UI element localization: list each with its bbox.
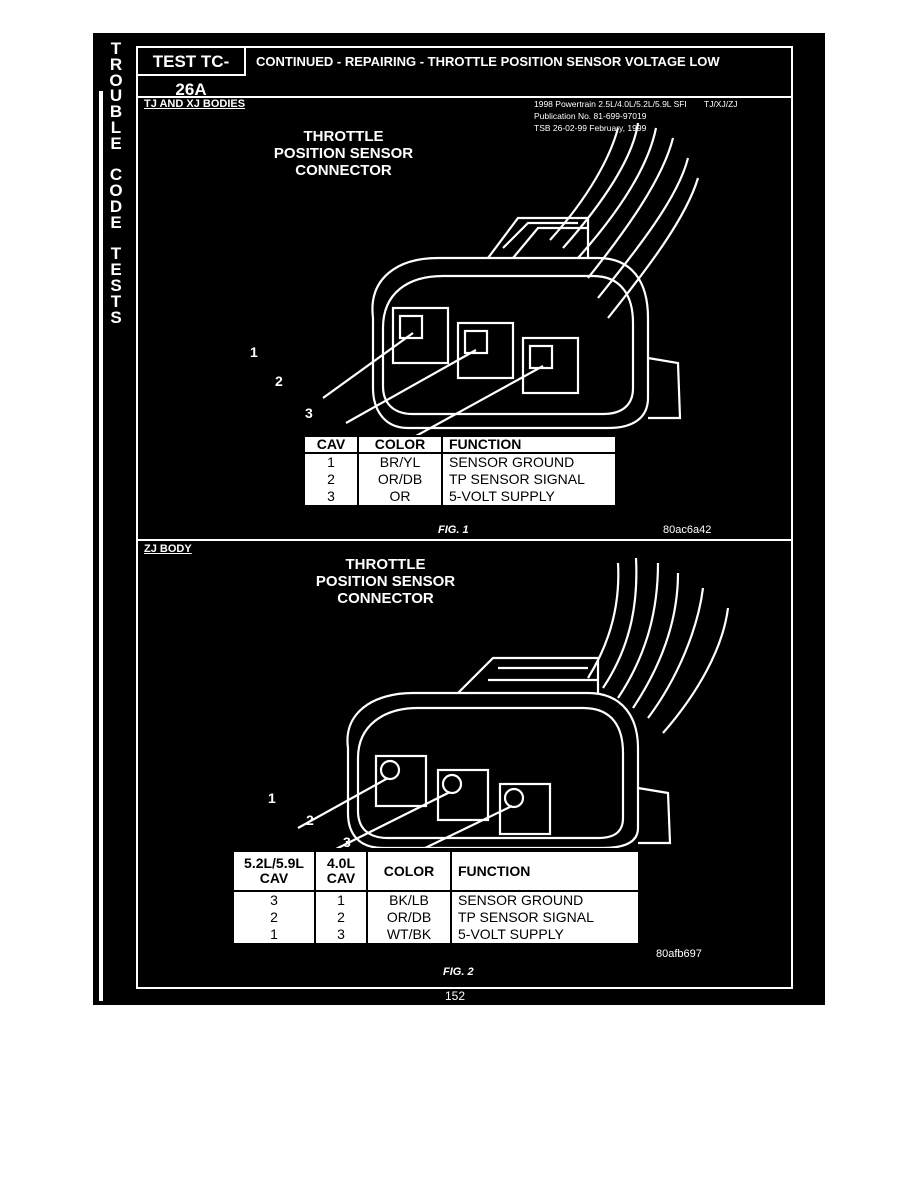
manual-page: T R O U B L E C O D E T E S T S TEST TC-… bbox=[93, 33, 825, 1005]
table-header-line: CAV bbox=[259, 870, 289, 886]
side-tab-bar bbox=[99, 91, 103, 1001]
side-letter: E bbox=[110, 133, 122, 153]
figure-id-2: 80afb697 bbox=[656, 948, 702, 960]
figure-caption-2: FIG. 2 bbox=[443, 966, 474, 978]
section-divider bbox=[138, 539, 791, 541]
cavity-table-1: CAV COLOR FUNCTION 1 BR/YL SENSOR GROUND… bbox=[303, 435, 617, 505]
table-header: FUNCTION bbox=[441, 435, 617, 454]
diagram-title-line: POSITION SENSOR bbox=[273, 145, 414, 162]
table-cell: 2 bbox=[314, 909, 368, 926]
table-row: 3 1 BK/LB SENSOR GROUND bbox=[232, 891, 640, 909]
callout-2: 2 bbox=[306, 812, 314, 828]
side-letter: E bbox=[110, 212, 122, 232]
connector-illustration-1 bbox=[322, 122, 700, 438]
diagram-title-2: THROTTLE POSITION SENSOR CONNECTOR bbox=[298, 556, 473, 607]
figure-id-1: 80ac6a42 bbox=[663, 524, 712, 536]
diagram-title-1: THROTTLE POSITION SENSOR CONNECTOR bbox=[256, 128, 431, 179]
side-letter: R bbox=[109, 54, 123, 74]
connector-illustration-2 bbox=[297, 557, 730, 848]
table-header-line: 4.0L bbox=[326, 855, 355, 871]
table-header: 5.2L/5.9L CAV bbox=[232, 850, 316, 892]
table-cell: 5-VOLT SUPPLY bbox=[441, 488, 617, 505]
table-cell: WT/BK bbox=[366, 926, 452, 943]
content-frame: TEST TC-26A CONTINUED - REPAIRING - THRO… bbox=[136, 46, 793, 989]
table-cell: 1 bbox=[314, 891, 368, 909]
callout-3: 3 bbox=[343, 834, 351, 850]
table-row: 2 OR/DB TP SENSOR SIGNAL bbox=[303, 471, 617, 488]
publication-line: Publication No. 81-699-97019 bbox=[534, 111, 647, 121]
side-letter: O bbox=[109, 70, 123, 90]
publication-line: 1998 Powertrain 2.5L/4.0L/5.2L/5.9L SFI bbox=[534, 99, 687, 109]
side-letter: E bbox=[110, 260, 122, 280]
side-letter: C bbox=[109, 165, 123, 185]
section-label-tj-xj: TJ AND XJ BODIES bbox=[144, 98, 246, 110]
callout-3: 3 bbox=[305, 405, 313, 421]
side-letter: T bbox=[110, 244, 122, 264]
table-cell: TP SENSOR SIGNAL bbox=[441, 471, 617, 488]
table-header-line: CAV bbox=[326, 870, 356, 886]
table-cell: BK/LB bbox=[366, 891, 452, 909]
page-number: 152 bbox=[445, 989, 466, 1003]
diagram-title-line: THROTTLE bbox=[345, 556, 426, 573]
table-header: 4.0L CAV bbox=[314, 850, 368, 892]
table-cell: TP SENSOR SIGNAL bbox=[450, 909, 640, 926]
callout-2: 2 bbox=[275, 373, 283, 389]
section-label-zj: ZJ BODY bbox=[144, 543, 192, 555]
diagram-title-line: THROTTLE bbox=[303, 128, 384, 145]
callout-1: 1 bbox=[250, 344, 258, 360]
table-row: 2 2 OR/DB TP SENSOR SIGNAL bbox=[232, 909, 640, 926]
side-letter: T bbox=[110, 291, 122, 311]
header-divider bbox=[138, 96, 791, 98]
table-header-line: 5.2L/5.9L bbox=[244, 855, 304, 871]
side-letter: O bbox=[109, 181, 123, 201]
table-cell: 1 bbox=[303, 453, 359, 471]
table-cell: OR/DB bbox=[357, 471, 443, 488]
diagram-title-line: CONNECTOR bbox=[295, 162, 392, 179]
side-letter: T bbox=[110, 39, 122, 58]
cavity-table-2: 5.2L/5.9L CAV 4.0L CAV COLOR FUNCTION 3 … bbox=[232, 850, 640, 943]
table-cell: OR/DB bbox=[366, 909, 452, 926]
table-header: CAV bbox=[303, 435, 359, 454]
publication-info: 1998 Powertrain 2.5L/4.0L/5.2L/5.9L SFI … bbox=[534, 98, 738, 134]
table-cell: 5-VOLT SUPPLY bbox=[450, 926, 640, 943]
table-row: 3 OR 5-VOLT SUPPLY bbox=[303, 488, 617, 505]
side-letter: S bbox=[110, 275, 122, 295]
table-cell: 3 bbox=[232, 891, 316, 909]
figure-caption-1: FIG. 1 bbox=[438, 524, 469, 536]
table-header: COLOR bbox=[357, 435, 443, 454]
table-cell: 2 bbox=[303, 471, 359, 488]
side-letter: S bbox=[110, 307, 122, 327]
table-header: COLOR bbox=[366, 850, 452, 892]
table-cell: SENSOR GROUND bbox=[450, 891, 640, 909]
table-cell: 1 bbox=[232, 926, 316, 943]
table-header: FUNCTION bbox=[450, 850, 640, 892]
callout-1: 1 bbox=[268, 790, 276, 806]
table-row: 1 3 WT/BK 5-VOLT SUPPLY bbox=[232, 926, 640, 943]
test-id-box: TEST TC-26A bbox=[138, 48, 246, 99]
table-cell: OR bbox=[357, 488, 443, 505]
side-letter: B bbox=[109, 102, 123, 122]
side-tab-letters: T R O U B L E C O D E T E S T S bbox=[93, 39, 139, 327]
table-cell: BR/YL bbox=[357, 453, 443, 471]
table-cell: 3 bbox=[303, 488, 359, 505]
side-letter: L bbox=[110, 117, 122, 137]
publication-line: TSB 26-02-99 February, 1999 bbox=[534, 123, 647, 133]
table-cell: SENSOR GROUND bbox=[441, 453, 617, 471]
page-title: CONTINUED - REPAIRING - THROTTLE POSITIO… bbox=[256, 54, 720, 69]
side-letter: D bbox=[109, 196, 123, 216]
table-cell: 2 bbox=[232, 909, 316, 926]
diagram-title-line: POSITION SENSOR bbox=[315, 573, 456, 590]
table-cell: 3 bbox=[314, 926, 368, 943]
side-letter: U bbox=[109, 86, 123, 106]
table-row: 1 BR/YL SENSOR GROUND bbox=[303, 453, 617, 471]
publication-models: TJ/XJ/ZJ bbox=[704, 99, 738, 109]
diagram-title-line: CONNECTOR bbox=[337, 590, 434, 607]
